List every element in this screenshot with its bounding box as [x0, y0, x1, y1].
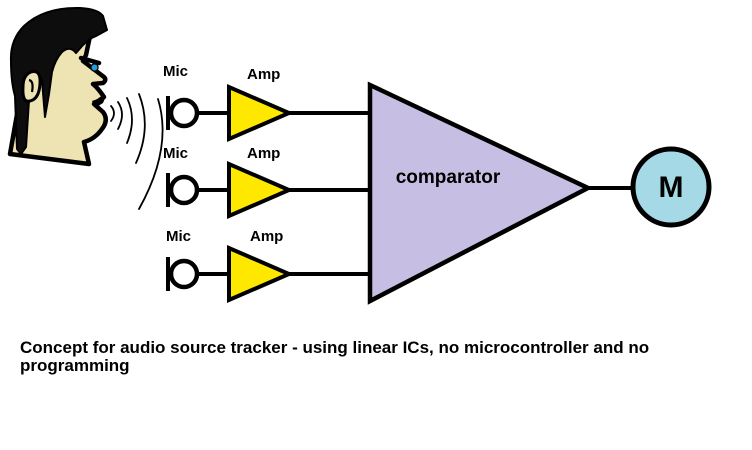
mic-1-label: Mic: [163, 63, 189, 80]
amp-1-label: Amp: [247, 66, 281, 83]
eyebrow: [78, 55, 102, 66]
mic-3-label: Mic: [166, 228, 192, 245]
sound-wave-4: [135, 93, 146, 164]
mic-2-label: Mic: [163, 145, 189, 162]
amp-2-label: Amp: [247, 145, 281, 162]
caption-line-2: programming: [20, 356, 130, 375]
ear: [21, 70, 42, 103]
caption: Concept for audio source tracker - using…: [20, 339, 720, 375]
amp-1-symbol: [227, 83, 295, 143]
amp-3-label: Amp: [250, 228, 284, 245]
eye: [90, 63, 99, 72]
mouth: [92, 96, 106, 108]
mic-1-symbol: [168, 97, 200, 129]
ear-inner-line: [28, 78, 34, 93]
comparator-label: comparator: [395, 167, 501, 188]
sound-wave-2: [117, 101, 123, 130]
channel-3: [166, 244, 371, 304]
comparator-symbol: [367, 81, 594, 305]
sound-wave-3: [126, 97, 133, 144]
hair: [9, 6, 108, 155]
mic-3-symbol: [168, 258, 200, 290]
sound-waves: [110, 93, 164, 210]
sound-wave-5: [138, 98, 164, 210]
amp-3-symbol: [227, 244, 295, 304]
caption-line-1: Concept for audio source tracker - using…: [20, 338, 650, 357]
sound-wave-1: [110, 105, 115, 122]
motor-symbol: [630, 146, 712, 228]
channel-1: [166, 83, 371, 143]
mic-2-symbol: [168, 174, 200, 206]
motor-label: M: [658, 171, 684, 204]
speaker-head: [7, 6, 108, 167]
channel-2: [166, 160, 371, 220]
amp-2-symbol: [227, 160, 295, 220]
